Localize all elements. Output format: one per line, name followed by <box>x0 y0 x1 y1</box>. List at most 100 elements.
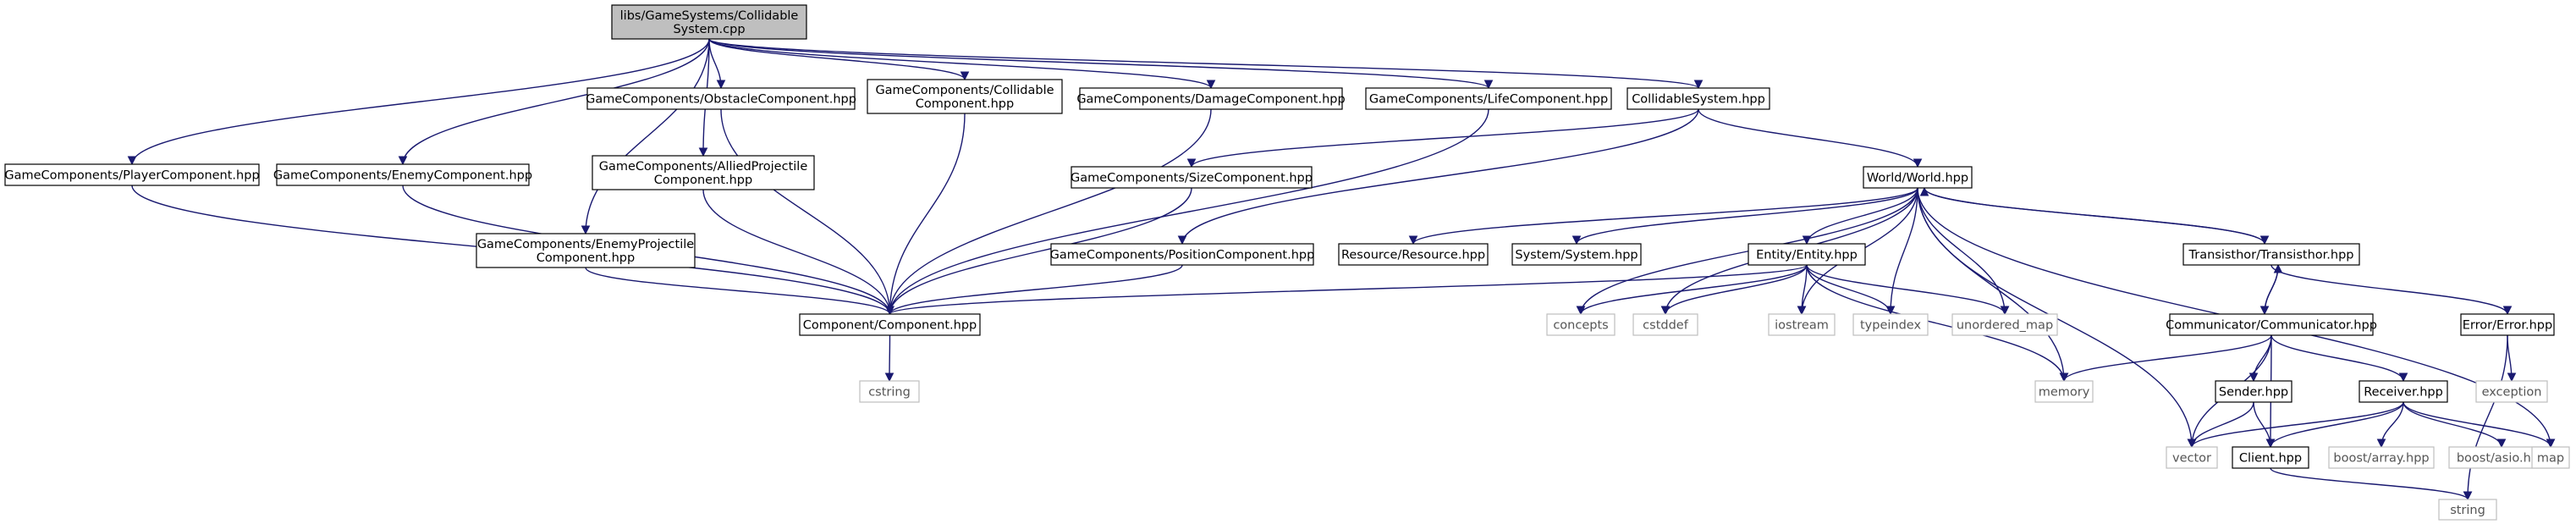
node-box-position <box>1050 243 1314 266</box>
edge-world-to-unordered_map <box>1917 187 2006 315</box>
node-iostream: iostream <box>1768 313 1836 336</box>
node-box-vector <box>2166 446 2218 469</box>
node-label-iostream: iostream <box>1775 319 1829 333</box>
node-map: map <box>2531 446 2570 469</box>
node-collsys[interactable]: CollidableSystem.hpp <box>1627 87 1770 110</box>
node-box-receiver <box>2359 380 2448 403</box>
edge-entity-to-component <box>889 264 1808 315</box>
node-box-client <box>2232 446 2309 469</box>
node-box-exception <box>2475 380 2548 403</box>
node-label-map: map <box>2537 452 2564 466</box>
arrowhead-entity-to-component <box>885 306 894 316</box>
arrowhead-world-to-system <box>1571 235 1582 245</box>
node-life[interactable]: GameComponents/LifeComponent.hpp <box>1365 87 1612 110</box>
node-system[interactable]: System/System.hpp <box>1511 243 1642 266</box>
node-box-memory <box>2034 380 2094 403</box>
node-world[interactable]: World/World.hpp <box>1863 166 1973 189</box>
node-box-communicator <box>2169 313 2374 336</box>
node-label-collidablecomp: GameComponents/Collidable <box>875 84 1054 97</box>
node-box-world <box>1863 166 1973 189</box>
arrowhead-root-to-damage <box>1206 80 1216 90</box>
edge-receiver-to-boostasio <box>2403 401 2502 448</box>
edge-world-to-entity <box>1806 187 1918 245</box>
node-label-resource: Resource/Resource.hpp <box>1341 249 1485 262</box>
node-label-cstring: cstring <box>868 386 911 400</box>
edge-world-to-system <box>1576 187 1918 245</box>
node-client[interactable]: Client.hpp <box>2232 446 2309 469</box>
node-cstring: cstring <box>859 380 920 403</box>
node-component[interactable]: Component/Component.hpp <box>799 313 981 336</box>
node-label-position: GameComponents/PositionComponent.hpp <box>1050 249 1315 262</box>
edge-transisthor-to-world <box>1924 187 2265 245</box>
edge-root-to-enemy <box>402 38 710 165</box>
node-box-typeindex <box>1852 313 1929 336</box>
edge-entity-to-typeindex <box>1806 264 1891 315</box>
node-sender[interactable]: Sender.hpp <box>2215 380 2293 403</box>
node-label-player: GameComponents/PlayerComponent.hpp <box>4 169 259 183</box>
node-enemy[interactable]: GameComponents/EnemyComponent.hpp <box>273 163 532 186</box>
arrowhead-communicator-to-transisthor <box>2273 263 2283 273</box>
edge-root-to-life <box>708 38 1489 89</box>
node-allied[interactable]: GameComponents/AlliedProjectileComponent… <box>592 155 815 190</box>
node-box-string <box>2438 499 2497 521</box>
node-exception: exception <box>2475 380 2548 403</box>
node-obstacle[interactable]: GameComponents/ObstacleComponent.hpp <box>586 87 856 110</box>
arrowhead-root-to-allied <box>698 147 708 157</box>
node-label-memory: memory <box>2039 386 2090 400</box>
edge-world-to-resource <box>1412 187 1918 245</box>
edge-collsys-to-world <box>1698 108 1918 168</box>
arrowhead-collsys-to-size <box>1186 158 1197 168</box>
node-damage[interactable]: GameComponents/DamageComponent.hpp <box>1076 87 1346 110</box>
nodes-layer: libs/GameSystems/CollidableSystem.cppGam… <box>4 4 2570 521</box>
node-transisthor[interactable]: Transisthor/Transisthor.hpp <box>2182 243 2360 266</box>
node-box-boostarray <box>2328 446 2435 469</box>
edge-root-to-enemyproj <box>585 38 710 234</box>
arrowhead-root-to-enemyproj <box>581 225 591 235</box>
node-box-size <box>1071 166 1313 189</box>
node-label-cstddef: cstddef <box>1643 319 1689 333</box>
arrowhead-root-to-collidablecomp <box>960 71 970 81</box>
arrowhead-root-to-player <box>127 156 137 166</box>
edge-transisthor-to-error <box>2271 264 2508 315</box>
arrowhead-receiver-to-client <box>2265 439 2276 449</box>
node-box-enemy <box>276 163 530 186</box>
arrowhead-root-to-obstacle <box>716 80 726 90</box>
node-memory: memory <box>2034 380 2094 403</box>
edge-entity-to-cstddef <box>1665 264 1808 315</box>
node-label-allied: GameComponents/AlliedProjectile <box>599 160 808 174</box>
edge-collsys-to-size <box>1191 108 1699 168</box>
node-box-collidablecomp <box>867 79 1063 114</box>
node-label-boostasio: boost/asio.hpp <box>2457 452 2546 466</box>
edge-life-to-component <box>889 108 1489 315</box>
node-box-resource <box>1338 243 1489 266</box>
node-label-entity: Entity/Entity.hpp <box>1756 249 1858 262</box>
arrowhead-client-to-string <box>2463 491 2473 501</box>
node-communicator[interactable]: Communicator/Communicator.hpp <box>2166 313 2377 336</box>
node-label-receiver: Receiver.hpp <box>2364 386 2443 400</box>
edge-communicator-to-memory <box>2063 334 2272 382</box>
edge-receiver-to-vector <box>2191 401 2404 448</box>
edges-layer <box>127 38 2556 501</box>
edge-receiver-to-map <box>2403 401 2551 448</box>
node-enemyproj[interactable]: GameComponents/EnemyProjectileComponent.… <box>476 233 696 268</box>
node-position[interactable]: GameComponents/PositionComponent.hpp <box>1050 243 1315 266</box>
node-root[interactable]: libs/GameSystems/CollidableSystem.cpp <box>611 4 807 40</box>
node-player[interactable]: GameComponents/PlayerComponent.hpp <box>4 163 260 186</box>
node-box-component <box>799 313 981 336</box>
arrowhead-error-to-exception <box>2507 372 2517 383</box>
node-size[interactable]: GameComponents/SizeComponent.hpp <box>1071 166 1313 189</box>
edge-world-to-typeindex <box>1890 187 1918 315</box>
arrowhead-collsys-to-position <box>1177 235 1187 245</box>
node-error[interactable]: Error/Error.hpp <box>2460 313 2555 336</box>
arrowhead-root-to-enemy <box>398 156 408 166</box>
node-label-typeindex: typeindex <box>1860 319 1921 333</box>
node-box-iostream <box>1768 313 1836 336</box>
node-box-unordered_map <box>1951 313 2058 336</box>
node-resource[interactable]: Resource/Resource.hpp <box>1338 243 1489 266</box>
node-label-enemy: GameComponents/EnemyComponent.hpp <box>273 169 532 183</box>
node-cstddef: cstddef <box>1632 313 1698 336</box>
arrowhead-entity-to-concepts <box>1576 306 1586 316</box>
node-entity[interactable]: Entity/Entity.hpp <box>1748 243 1866 266</box>
node-receiver[interactable]: Receiver.hpp <box>2359 380 2448 403</box>
